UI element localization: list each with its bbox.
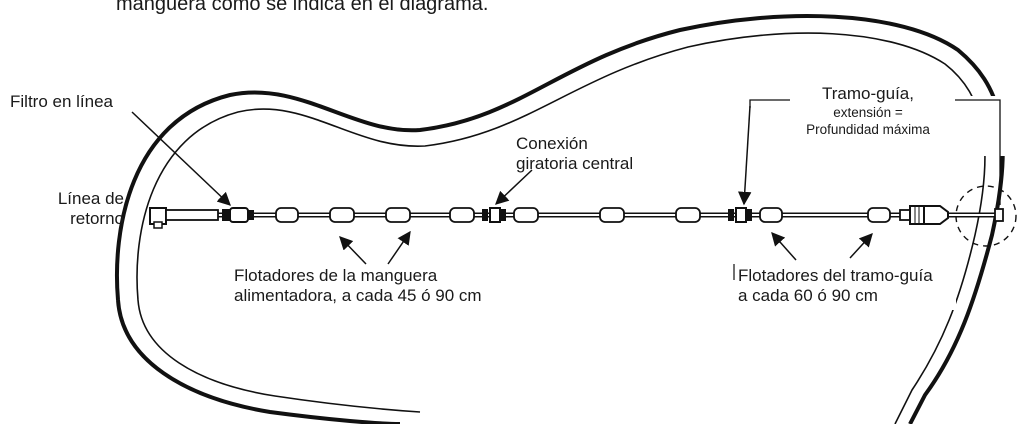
pool-inner-line-left [137,299,421,413]
label-central-swivel-1: Conexión [516,134,588,153]
label-feed-hose-floats: Flotadores de la manguera alimentadora, … [234,266,482,306]
label-leader-floats: Flotadores del tramo-guía a cada 60 ó 90… [738,266,933,306]
label-leader-floats-2: a cada 60 ó 90 cm [738,286,878,305]
central-swivel [482,207,506,223]
label-feed-hose-floats-1: Flotadores de la manguera [234,266,438,285]
label-return-line-2: retorno [70,209,124,228]
label-leader-extension: extensión = [833,105,903,120]
pool-inner-line [136,32,986,424]
pool-outer-wall [114,14,1005,424]
inline-filter [222,207,254,223]
hose-floats [275,207,701,223]
label-central-swivel-2: giratoria central [516,154,634,173]
label-feed-hose-floats-2: alimentadora, a cada 45 ó 90 cm [234,286,482,305]
label-leader-section: Tramo-guía, extensión = Profundidad máxi… [780,84,956,138]
end-detail-circle [955,185,1017,247]
label-leader-max-depth: Profundidad máxima [806,122,930,137]
label-central-swivel: Conexión giratoria central [516,134,633,174]
leader-length-bracket [749,99,1001,205]
leader-connector [728,207,752,223]
pointer-arrows [131,105,873,265]
label-return-line: Línea de retorno [14,189,124,229]
label-return-line-1: Línea de [57,189,124,208]
label-inline-filter: Filtro en línea [10,92,113,111]
top-caption: manguera como se indica en el diagrama. [116,0,489,15]
label-leader-floats-1: Flotadores del tramo-guía [738,266,933,285]
label-leader-title: Tramo-guía, [822,84,914,103]
return-line-fitting [149,207,219,229]
cleaner-head [899,205,1004,225]
leader-floats [759,207,891,223]
pool-outer-wall-left [116,299,401,424]
